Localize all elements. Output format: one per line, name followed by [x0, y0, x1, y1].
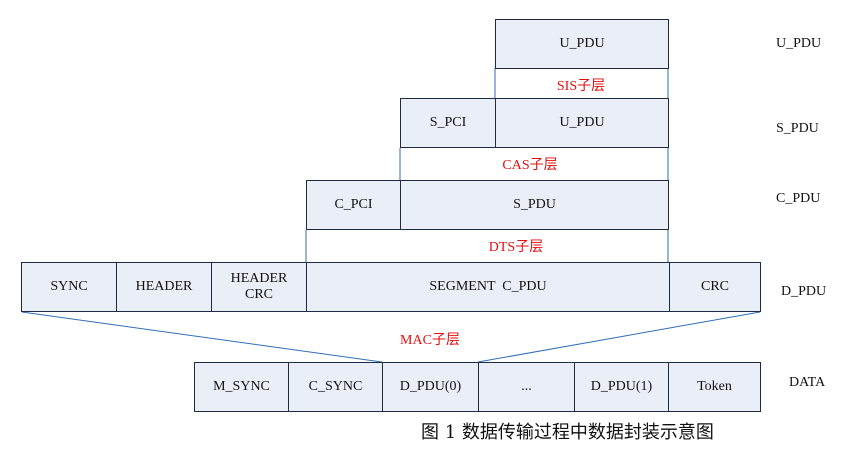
mac-sublayer-label: MAC子层	[400, 333, 460, 348]
data-row-label: DATA	[789, 375, 826, 390]
m-sync-cell: M_SYNC	[194, 362, 289, 412]
mac-connector-left	[21, 311, 383, 363]
dts-sublayer-label: DTS子层	[488, 240, 544, 255]
c-sync-cell: C_SYNC	[288, 362, 383, 412]
header-crc-cell: HEADER CRC	[211, 262, 307, 312]
figure-caption: 图 1 数据传输过程中数据封装示意图	[421, 422, 714, 443]
s-pdu-upayload-cell: U_PDU	[495, 98, 669, 148]
mac-connector-right	[477, 311, 761, 363]
d-pdu-0-cell: D_PDU(0)	[382, 362, 479, 412]
segment-c-pdu-cell: SEGMENT C_PDU	[306, 262, 670, 312]
u-pdu-cell: U_PDU	[495, 19, 669, 69]
c-pci-cell: C_PCI	[306, 180, 401, 230]
c-pdu-spayload-cell: S_PDU	[400, 180, 669, 230]
cas-sublayer-label: CAS子层	[502, 158, 558, 173]
d-pdu-1-cell: D_PDU(1)	[574, 362, 669, 412]
s-pci-cell: S_PCI	[400, 98, 496, 148]
d-pdu-row-label: D_PDU	[781, 284, 827, 299]
s-pdu-row-label: S_PDU	[776, 121, 819, 136]
sis-sublayer-label: SIS子层	[556, 79, 606, 94]
crc-cell: CRC	[669, 262, 761, 312]
header-cell: HEADER	[116, 262, 212, 312]
sync-cell: SYNC	[21, 262, 117, 312]
u-pdu-row-label: U_PDU	[776, 36, 822, 51]
token-cell: Token	[668, 362, 761, 412]
c-pdu-row-label: C_PDU	[776, 191, 821, 206]
ellipsis-cell: ...	[478, 362, 575, 412]
